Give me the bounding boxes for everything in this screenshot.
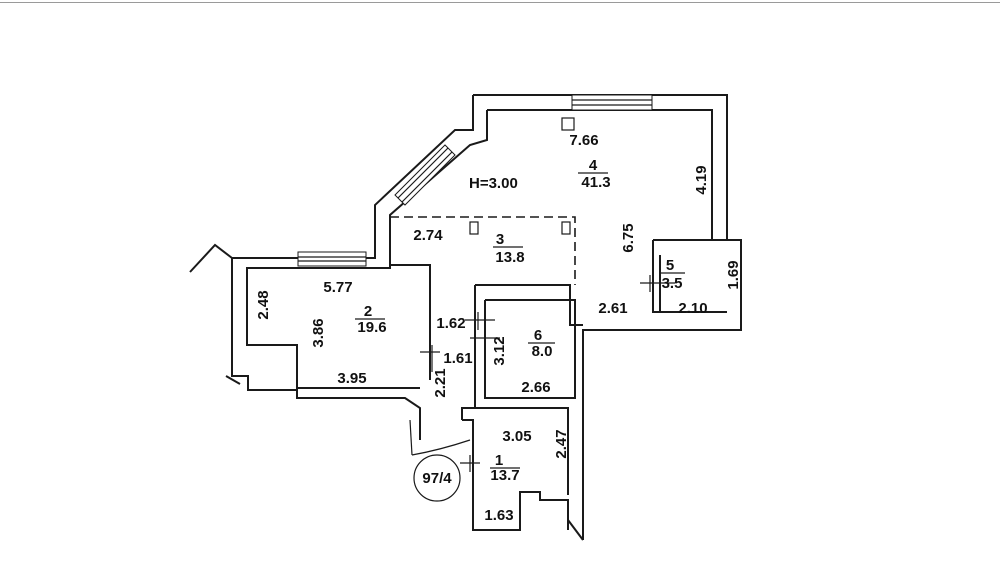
door-marks (409, 275, 675, 472)
dimension-label: 2.74 (413, 227, 443, 244)
dimension-label: 2.48 (255, 290, 272, 319)
room-area: 41.3 (581, 174, 610, 191)
dimension-label: 1.69 (725, 260, 742, 289)
dimension-label: 3.12 (491, 336, 508, 365)
room-number: 6 (534, 327, 542, 344)
room-5-label: 5 3.5 (660, 257, 685, 292)
dimension-label: 2.66 (521, 379, 550, 396)
dimension-label: 6.75 (620, 223, 637, 252)
dimension-label: 3.95 (337, 370, 366, 387)
room-1-label: 1 13.7 (490, 452, 520, 484)
dimension-label: 2.47 (553, 429, 570, 458)
dimension-label: 7.66 (569, 132, 598, 149)
dimension-label: 2.21 (432, 368, 449, 397)
dimension-label: 1.62 (436, 315, 465, 332)
room-4-label: 4 41.3 (578, 157, 611, 191)
room-6-label: 6 8.0 (528, 327, 555, 360)
inner-partitions (390, 216, 727, 408)
dimension-label: 4.19 (693, 165, 710, 194)
room-number: 5 (666, 257, 674, 274)
room-area: 19.6 (357, 319, 386, 336)
room-area: 13.7 (490, 467, 519, 484)
dimension-label: 2.61 (598, 300, 627, 317)
dimension-label: 1.61 (443, 350, 472, 367)
dimension-label: 3.05 (502, 428, 531, 445)
dimension-label: 3.86 (310, 318, 327, 347)
top-border-line (0, 2, 1000, 3)
room-area: 3.5 (662, 275, 683, 292)
dimension-label: 1.63 (484, 507, 513, 524)
room-2-label: 2 19.6 (355, 303, 387, 336)
outer-walls (189, 94, 742, 541)
room-number: 4 (589, 157, 598, 174)
room-number: 2 (364, 303, 372, 320)
room-area: 13.8 (495, 249, 524, 266)
windows (297, 94, 653, 267)
room-number: 3 (496, 231, 504, 248)
dimension-labels: 7.66 2.74 5.77 3.95 1.62 1.61 2.66 2.61 … (255, 132, 742, 524)
ceiling-height-label: H=3.00 (469, 175, 518, 192)
plan-number-circle (413, 454, 461, 502)
room-number: 1 (495, 452, 503, 469)
dimension-label: 2.10 (678, 300, 707, 317)
room-3-label: 3 13.8 (493, 231, 525, 266)
plan-number: 97/4 (422, 470, 452, 487)
room-area: 8.0 (532, 343, 553, 360)
fixtures (469, 117, 575, 235)
dimension-label: 5.77 (323, 279, 352, 296)
